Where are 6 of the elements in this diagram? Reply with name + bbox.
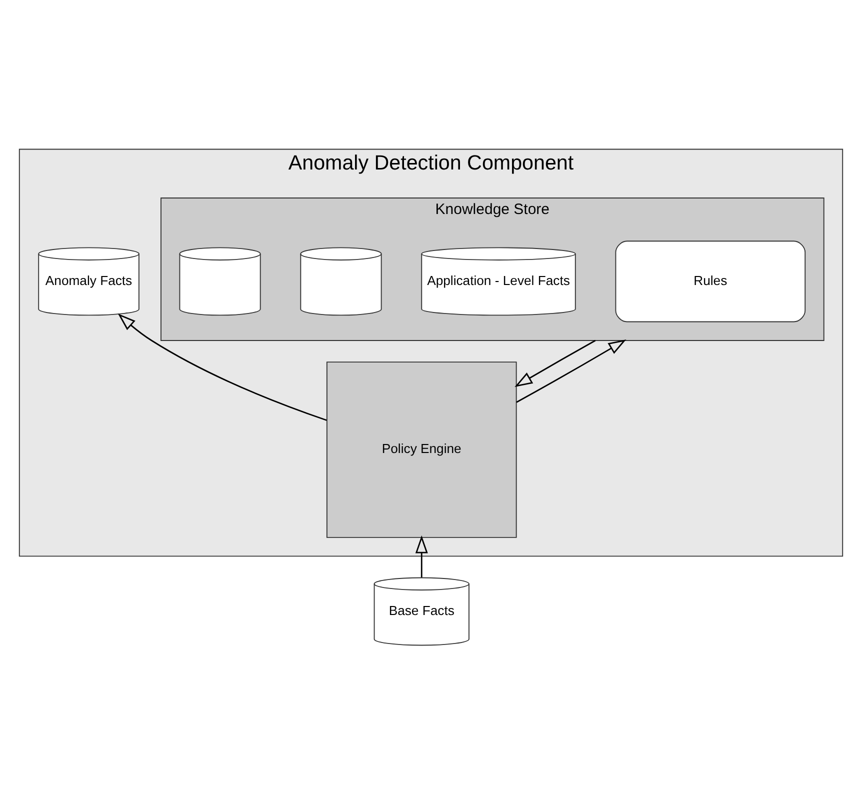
arrow (118, 314, 327, 421)
node-box: Rules (615, 240, 806, 322)
node-box: Policy Engine (326, 362, 517, 538)
arrow (516, 339, 626, 403)
arrow (415, 535, 428, 578)
arrow (514, 340, 596, 387)
